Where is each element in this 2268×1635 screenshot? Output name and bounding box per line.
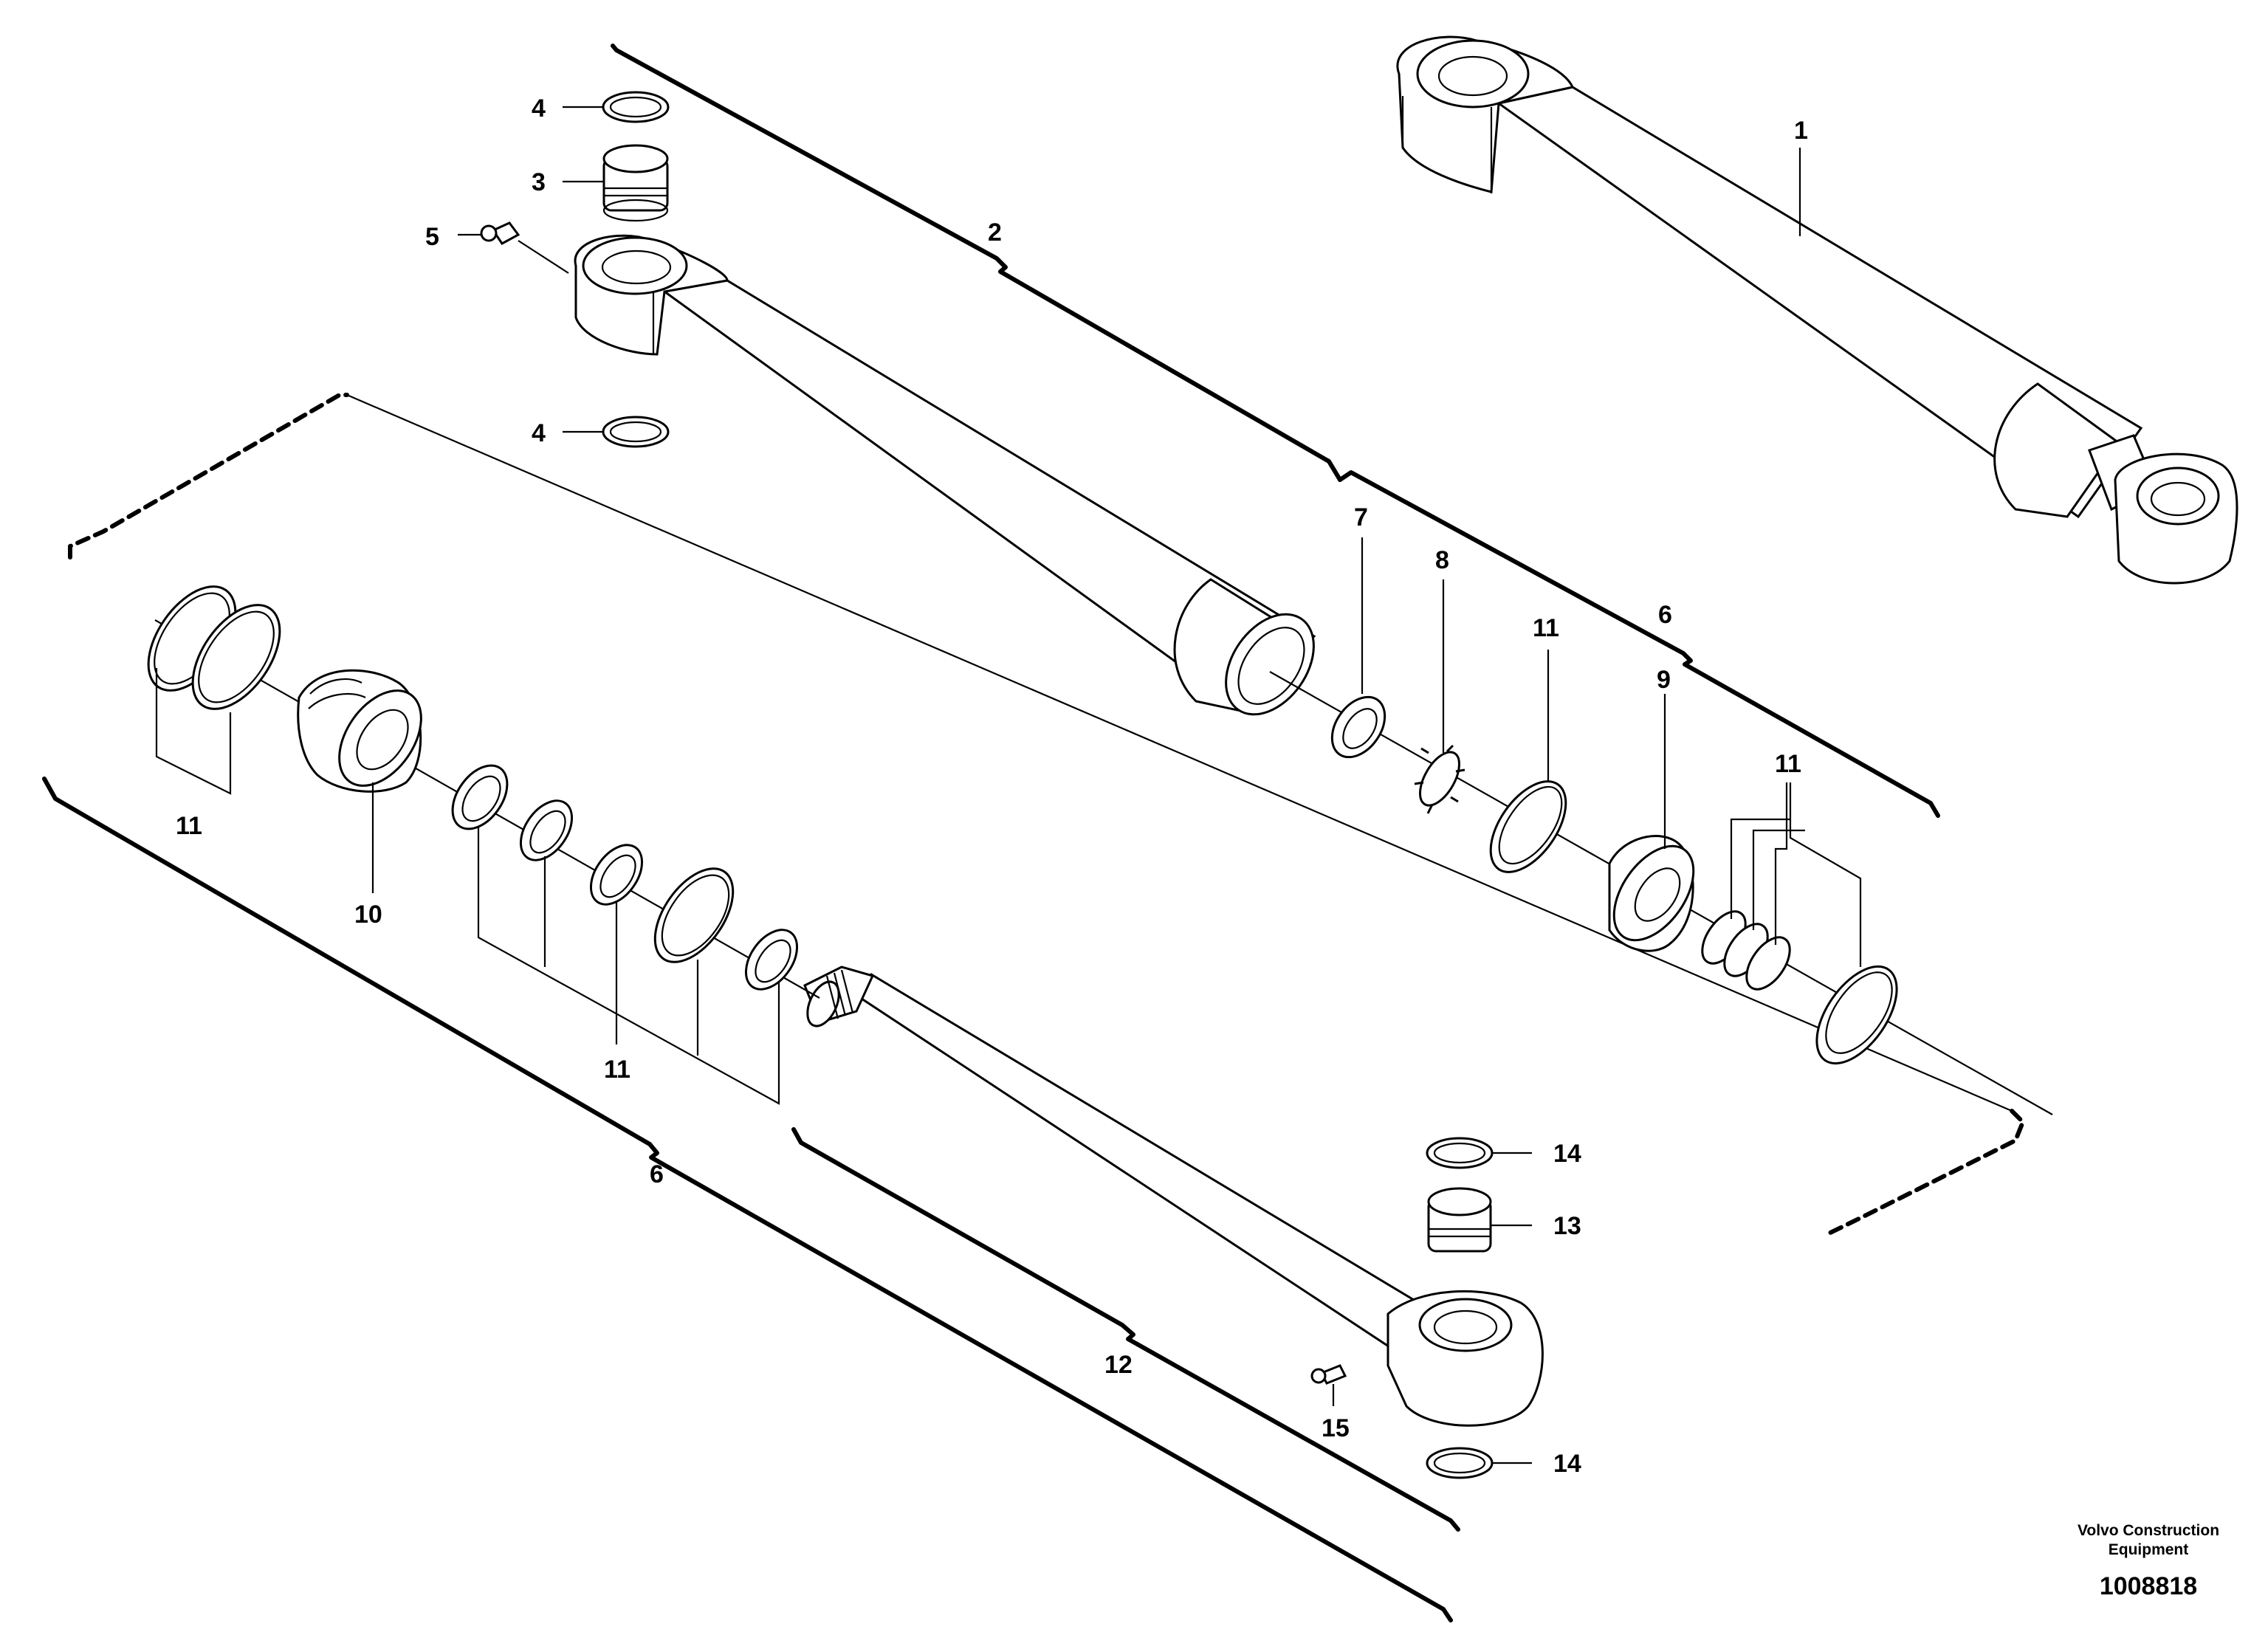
piston-seals-11 — [1701, 782, 1898, 1065]
cylinder-head-orings-11 — [147, 585, 281, 795]
bracket-2 — [611, 44, 1342, 482]
callout-4-bottom: 4 — [532, 419, 546, 447]
piston-9 — [1608, 694, 1695, 952]
callout-12: 12 — [1104, 1351, 1133, 1379]
bushing-3 — [602, 144, 669, 222]
bushing-13 — [1427, 1187, 1532, 1253]
callout-6-left: 6 — [650, 1160, 664, 1188]
dashed-group-left — [68, 393, 349, 560]
dashed-group-right — [1825, 1109, 2025, 1236]
callout-11-left: 11 — [176, 812, 202, 840]
document-number: 1008818 — [2100, 1572, 2197, 1600]
assembled-cylinder — [1396, 35, 2238, 585]
seal-ring-4-bottom — [563, 416, 670, 448]
piston-rod — [803, 965, 1544, 1427]
seal-ring-14-bottom — [1426, 1447, 1532, 1479]
bracket-12 — [791, 1127, 1460, 1532]
callout-11-ring: 11 — [1533, 614, 1559, 642]
callout-5: 5 — [425, 223, 439, 251]
manufacturer-credit-line1: Volvo Construction — [2078, 1522, 2219, 1539]
callout-3: 3 — [532, 168, 546, 196]
lock-washer-8 — [1414, 579, 1465, 814]
callout-4-top: 4 — [532, 94, 546, 123]
callout-8: 8 — [1435, 546, 1449, 574]
cylinder-head-10 — [297, 669, 422, 893]
wiper-ring-7 — [1330, 537, 1386, 759]
callout-14-top: 14 — [1553, 1140, 1581, 1168]
callout-9: 9 — [1657, 666, 1671, 694]
grease-nipple-5 — [458, 221, 569, 274]
bracket-6-left — [42, 777, 1453, 1622]
rod-seals-11 — [451, 764, 799, 1105]
callout-11-mid: 11 — [604, 1056, 630, 1084]
grease-nipple-15 — [1310, 1364, 1347, 1406]
callout-2: 2 — [988, 218, 1002, 247]
cylinder-barrel — [574, 234, 1316, 716]
callout-6-right: 6 — [1658, 601, 1672, 629]
guide-ring-11 — [1489, 650, 1567, 873]
callout-7: 7 — [1354, 503, 1368, 531]
seal-ring-14-top — [1426, 1137, 1532, 1169]
callout-11-right: 11 — [1775, 750, 1801, 778]
manufacturer-credit-line2: Equipment — [2109, 1541, 2189, 1558]
callout-10: 10 — [354, 901, 382, 929]
callout-13: 13 — [1553, 1212, 1581, 1240]
bracket-6-right — [1338, 470, 1940, 818]
seal-ring-4-top — [563, 91, 670, 123]
callout-15: 15 — [1322, 1414, 1350, 1442]
callout-1: 1 — [1794, 117, 1808, 145]
callout-14-bottom: 14 — [1553, 1450, 1581, 1478]
